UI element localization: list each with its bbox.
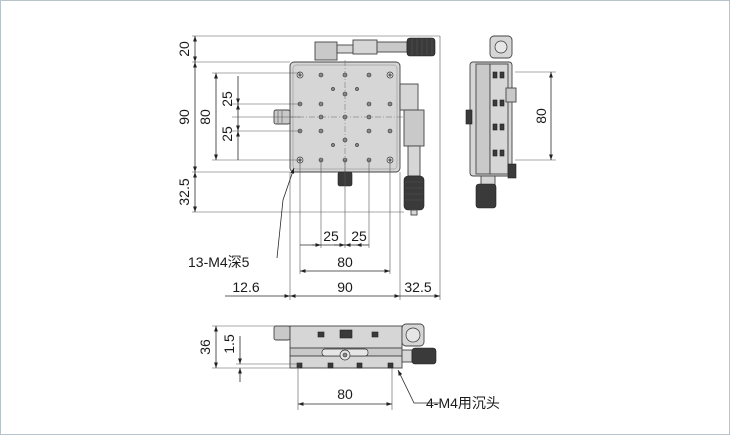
dim-front-thickness: 1.5 <box>221 334 237 354</box>
callout-front-holes: 4-M4用沉头 <box>426 395 500 411</box>
callout-top-holes: 13-M4深5 <box>188 254 250 270</box>
top-micrometer-mount <box>314 41 338 61</box>
front-view: 36 1.5 80 4-M4用沉头 <box>197 323 500 411</box>
side-thimble <box>475 183 497 209</box>
side-view: 80 <box>465 35 556 209</box>
dim-side-pitch: 80 <box>533 108 549 124</box>
right-micrometer-body <box>403 109 425 147</box>
dim-inner-v-bottom: 25 <box>219 126 235 142</box>
dim-front-pitch: 80 <box>337 386 353 402</box>
dim-height-total: 90 <box>176 109 192 125</box>
front-callout-leader <box>397 369 440 404</box>
dim-pitch-h-right: 25 <box>351 228 367 244</box>
front-lock-knob <box>273 325 291 341</box>
dim-hole-span-h: 80 <box>337 254 353 270</box>
top-view: 20 90 32.5 80 25 25 25 25 80 12.6 90 32.… <box>176 35 441 300</box>
top-micrometer-sleeve <box>352 39 378 55</box>
dim-hole-pitch-v: 80 <box>197 109 213 125</box>
dim-width-total: 90 <box>337 279 353 295</box>
dim-pitch-h-left: 25 <box>323 228 339 244</box>
side-screws <box>492 71 505 157</box>
dim-left-offset: 12.6 <box>232 279 259 295</box>
dim-front-height: 36 <box>197 339 213 355</box>
dim-top-margin: 20 <box>176 41 192 57</box>
front-thimble <box>411 347 437 365</box>
right-micrometer-thimble <box>403 175 425 211</box>
dim-inner-v-top: 25 <box>219 91 235 107</box>
hole-callout-leader <box>276 167 295 259</box>
top-micrometer-thimble <box>406 37 436 57</box>
dim-bottom-offset: 32.5 <box>176 178 192 205</box>
mounting-holes <box>296 71 394 164</box>
dim-right-offset: 32.5 <box>404 279 431 295</box>
